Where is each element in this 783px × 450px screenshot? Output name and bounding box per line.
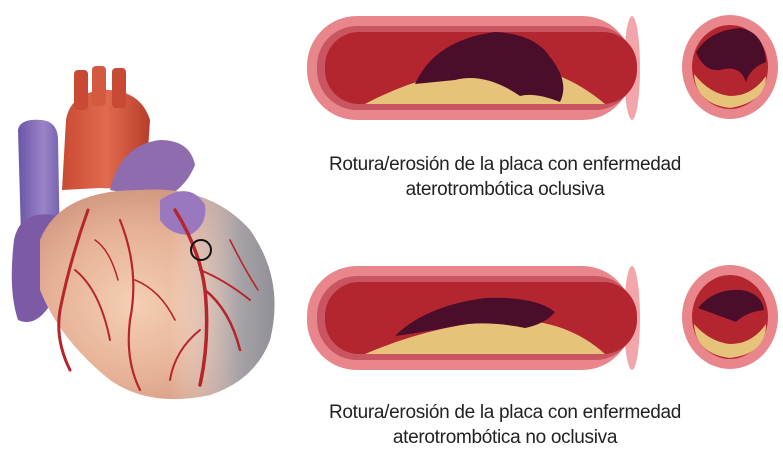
vessel-cross-section-non-occlusive	[680, 262, 780, 372]
caption-oclusiva: Rotura/erosión de la placa con enfermeda…	[300, 152, 710, 202]
caption-no-oclusiva: Rotura/erosión de la placa con enfermeda…	[300, 400, 710, 450]
vessel-longitudinal-non-occlusive	[305, 262, 640, 374]
caption-no-oclusiva-line1: Rotura/erosión de la placa con enfermeda…	[300, 400, 710, 425]
vessel-cross-section-occlusive	[680, 12, 780, 122]
heart-illustration	[0, 40, 300, 410]
vessel-longitudinal-occlusive	[305, 12, 640, 124]
heart-svg	[0, 40, 300, 410]
caption-oclusiva-line1: Rotura/erosión de la placa con enfermeda…	[300, 152, 710, 177]
caption-no-oclusiva-line2: aterotrombótica no oclusiva	[300, 425, 710, 450]
caption-oclusiva-line2: aterotrombótica oclusiva	[300, 177, 710, 202]
